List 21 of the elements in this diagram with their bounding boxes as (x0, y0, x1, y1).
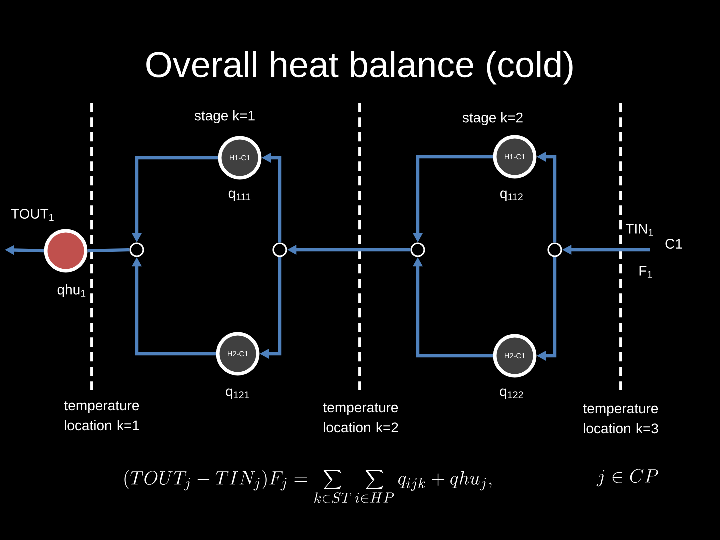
title: Overall heat balance (cold) (146, 51, 573, 85)
heat-label: q$_{112}$ (500, 190, 523, 202)
heat-label: q$_{122}$ (500, 388, 524, 400)
heat-label: q$_{121}$ (226, 388, 250, 400)
stage-label: stage k=1 (194, 110, 255, 124)
location-label: temperature location k=1 (64, 401, 140, 431)
stream-label: TOUT$_{1}$ (11, 209, 54, 221)
stream-label: F$_{1}$ (640, 266, 652, 278)
stream-label: TIN$_{1}$ (626, 224, 654, 236)
junction-circle (410, 242, 426, 258)
junction-circle (272, 242, 288, 258)
stream-label: C1 (666, 239, 682, 249)
balance-equation: $(TOUT_j - TIN_j)F_j = \sum_{k \in ST} \sum_{i \in HP} q_{ijk} + qhu_j,$ (124, 470, 492, 504)
junction-circle (548, 242, 562, 258)
location-label: temperature location k=2 (323, 403, 398, 433)
heat-label: q$_{111}$ (228, 190, 251, 202)
stage-label: stage k=2 (462, 112, 523, 126)
set-condition: $j \in CP$ (596, 469, 658, 487)
heat-label: qhu$_{1}$ (58, 284, 86, 298)
junction-circle (130, 242, 144, 258)
location-label: temperature location k=3 (583, 404, 658, 434)
